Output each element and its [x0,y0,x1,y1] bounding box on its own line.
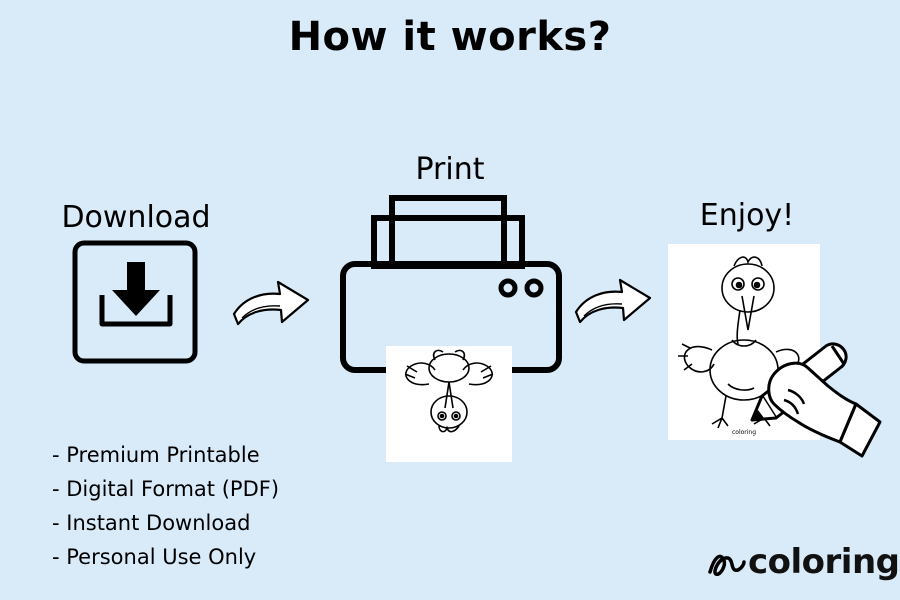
feature-list: - Premium Printable - Digital Format (PD… [52,438,279,574]
feature-item: - Instant Download [52,511,251,535]
step-label-print: Print [415,152,485,187]
feature-item: - Personal Use Only [52,545,257,569]
hand-pencil-icon [750,342,882,458]
arrow-right-icon [574,278,652,324]
svg-text:coloring: coloring [732,429,756,436]
page-title: How it works? [288,14,612,60]
feature-item: - Premium Printable [52,443,260,467]
step-label-download: Download [61,200,211,235]
feature-item: - Digital Format (PDF) [52,477,280,501]
coloring-logo: coloring [706,540,900,584]
step-label-enjoy: Enjoy! [699,198,795,233]
arrow-right-icon [232,280,310,326]
logo-text: coloring [748,542,900,582]
download-icon [72,240,198,364]
coloring-logo-icon [708,554,746,576]
printed-page-image [386,346,512,462]
